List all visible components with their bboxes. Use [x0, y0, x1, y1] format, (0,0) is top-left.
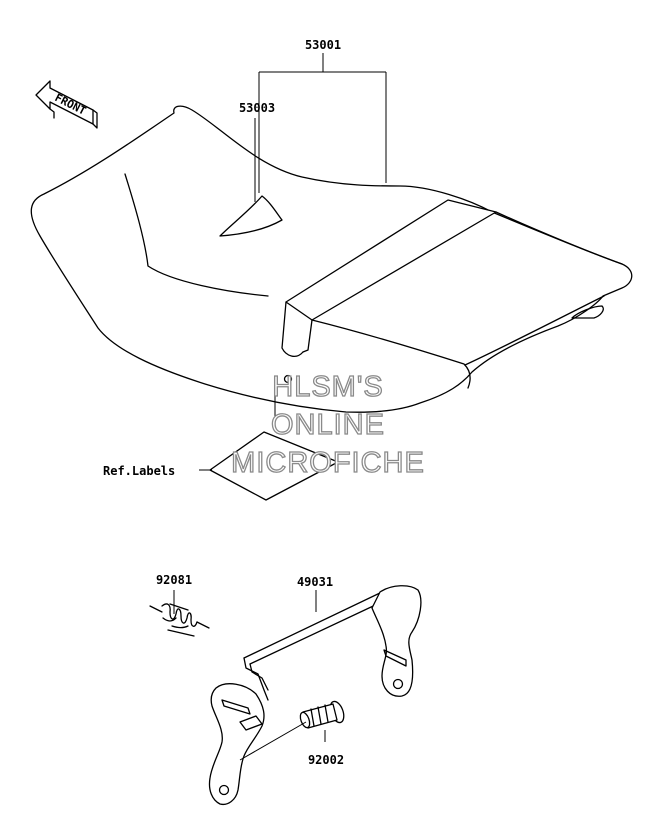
- watermark-line-1: HLSM'S: [272, 371, 383, 403]
- front-arrow-icon: FRONT: [35, 80, 98, 129]
- ref-labels-sheet: [209, 431, 339, 501]
- bolt-illustration: [299, 700, 345, 729]
- callout-ref-labels: Ref.Labels: [103, 464, 175, 478]
- front-arrow-label: FRONT: [53, 91, 89, 118]
- callout-92081: 92081: [156, 573, 192, 587]
- callout-53003: 53003: [239, 101, 275, 115]
- seat-illustration: [30, 105, 633, 413]
- callout-53001: 53001: [305, 38, 341, 52]
- callout-49031: 49031: [297, 575, 333, 589]
- watermark: HLSM'S ONLINE MICROFICHE: [231, 370, 425, 479]
- watermark-line-2: ONLINE: [271, 409, 385, 441]
- leader-lines: [173, 53, 387, 761]
- callout-92002: 92002: [308, 753, 344, 767]
- watermark-line-3: MICROFICHE: [231, 447, 425, 479]
- spring-illustration: [149, 603, 210, 637]
- bracket-illustration: [208, 585, 422, 806]
